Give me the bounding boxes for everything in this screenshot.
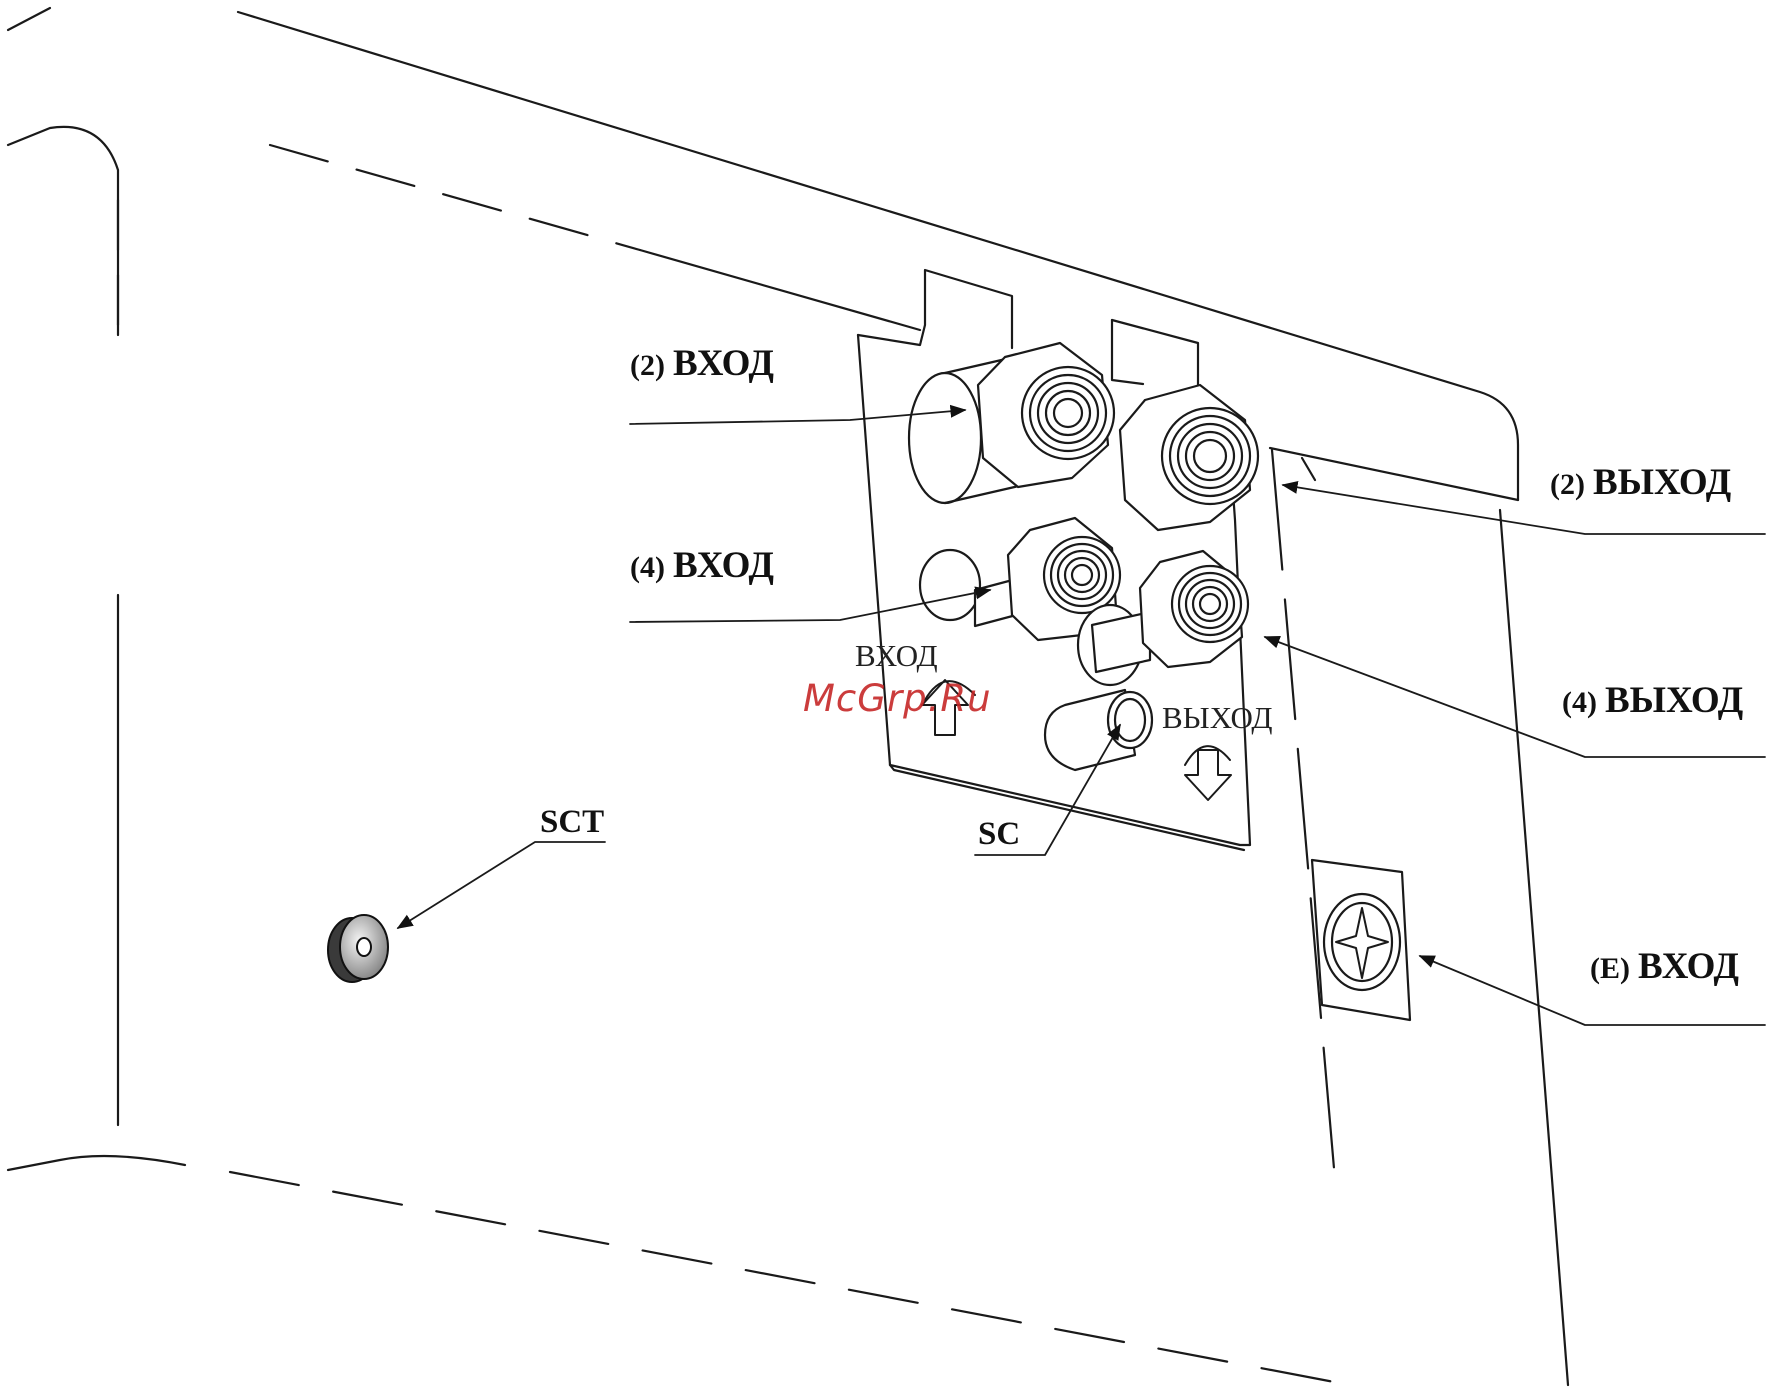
earth-terminal: [1312, 860, 1410, 1020]
plate-text-vyhod: ВЫХОД: [1162, 702, 1273, 733]
sc-socket: [1045, 690, 1152, 770]
plate-text-vhod: ВХОД: [855, 640, 938, 671]
label-in4: (4)ВХОД: [630, 547, 774, 584]
label-out2: (2)ВЫХОД: [1550, 464, 1731, 501]
label-in2: (2)ВХОД: [630, 345, 774, 382]
f-connector-out2: [1120, 385, 1258, 530]
device-housing: [8, 8, 1568, 1385]
label-sc: SC: [978, 818, 1020, 851]
knurled-knob-icon: [328, 915, 388, 982]
label-out4: (4)ВЫХОД: [1562, 682, 1743, 719]
arrow-down-icon: [1185, 750, 1231, 800]
label-inE: (E)ВХОД: [1590, 948, 1739, 985]
label-sct: SCT: [540, 806, 604, 839]
f-connector-in2: [909, 343, 1114, 503]
watermark: McGrp.Ru: [803, 680, 992, 717]
